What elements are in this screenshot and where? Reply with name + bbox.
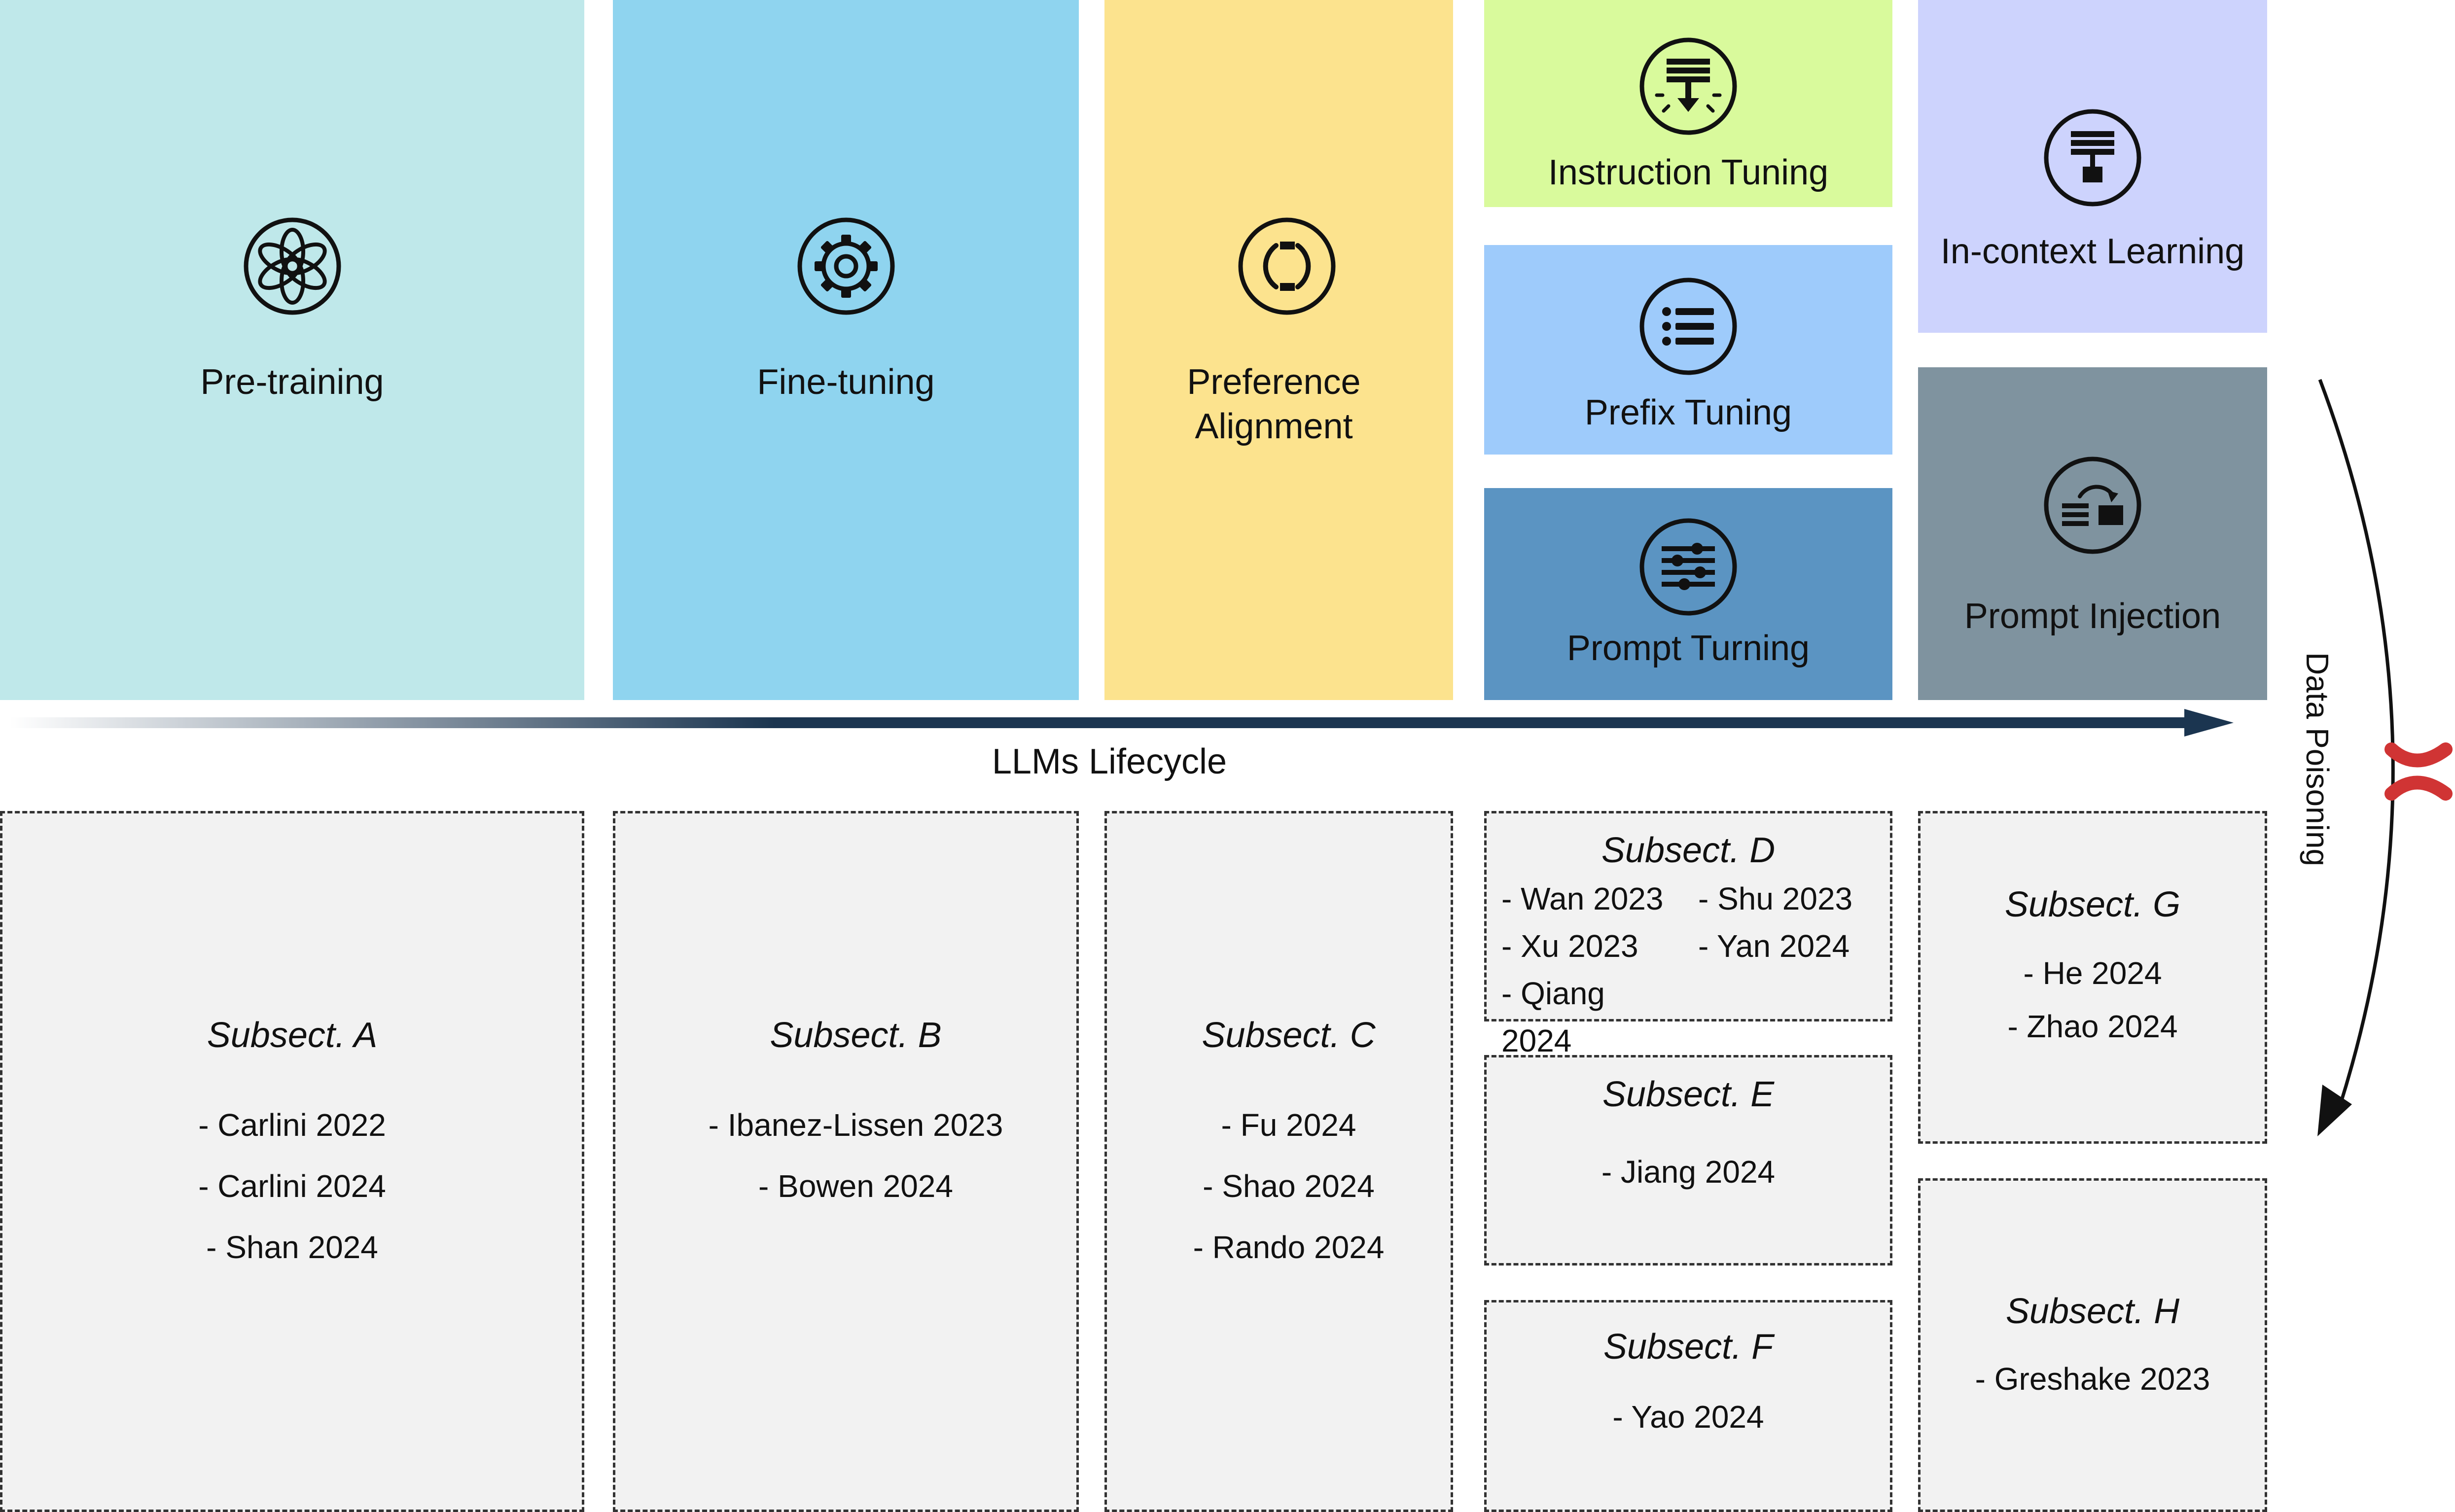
ref-item: - Yan 2024 [1698,928,1850,964]
stage-in-context-learning: In-context Learning [1918,0,2267,333]
subsect-title: Subsect. G [2004,885,2181,924]
ref-item: - Xu 2023 [1501,928,1638,964]
sync-loop-icon [1238,217,1336,316]
stage-prompt-injection: Prompt Injection [1918,367,2267,700]
subsect-f: Subsect. F - Yao 2024 [1484,1300,1892,1512]
ref-item: - Shao 2024 [1203,1168,1375,1204]
openai-logo-icon [243,217,342,316]
stage-pretraining: Pre-training [0,0,584,700]
ref-item: - Ibanez-Lissen 2023 [708,1107,1003,1143]
subsect-title: Subsect. B [770,1016,942,1055]
subsect-refs: - Ibanez-Lissen 2023 - Bowen 2024 [635,1094,1076,1217]
stage-prompt-turning: Prompt Turning [1484,488,1892,700]
ref-item: - Qiang 2024 [1501,976,1605,1058]
subsect-b: Subsect. B - Ibanez-Lissen 2023 - Bowen … [613,811,1079,1512]
stage-prefix-tuning: Prefix Tuning [1484,245,1892,455]
lifecycle-label: LLMs Lifecycle [992,742,1227,781]
gear-icon [797,217,895,316]
ref-item: - Rando 2024 [1193,1230,1385,1265]
ref-item: - Zhao 2024 [2007,1009,2178,1044]
stage-label: Instruction Tuning [1548,153,1829,192]
subsect-title: Subsect. D [1601,831,1776,870]
subsect-title: Subsect. F [1603,1327,1774,1367]
stage-label: Preference Alignment [1187,362,1361,446]
stage-finetuning: Fine-tuning [613,0,1079,700]
ref-item: - Carlini 2022 [198,1107,386,1143]
redirect-icon [2043,456,2142,555]
stage-instruction-tuning: Instruction Tuning [1484,0,1892,207]
subsect-refs: - Yao 2024 [1487,1386,1890,1447]
ref-item: - Wan 2023 [1501,881,1664,916]
subsect-title: Subsect. C [1202,1016,1376,1055]
subsect-refs: - Carlini 2022 - Carlini 2024 - Shan 202… [2,1094,582,1278]
subsect-e: Subsect. E - Jiang 2024 [1484,1055,1892,1266]
subsect-title: Subsect. A [207,1016,378,1055]
stage-label: Pre-training [200,362,384,402]
subsect-g: Subsect. G - He 2024 - Zhao 2024 [1918,811,2267,1144]
subsect-title: Subsect. H [2005,1292,2180,1331]
stage-label: Prompt Turning [1566,629,1810,668]
bulleted-list-icon [1639,277,1738,376]
subsect-h: Subsect. H - Greshake 2023 [1918,1178,2267,1512]
stage-label: Prefix Tuning [1584,393,1792,432]
stage-label: Fine-tuning [757,362,935,402]
stage-preference-alignment: Preference Alignment [1104,0,1453,700]
sliders-icon [1639,518,1738,616]
subsect-c: Subsect. C - Fu 2024 - Shao 2024 - Rando… [1104,811,1453,1512]
ref-item: - Shan 2024 [206,1230,378,1265]
subsect-refs: - He 2024 - Zhao 2024 [1921,947,2265,1053]
ref-item: - Carlini 2024 [198,1168,386,1204]
subsect-refs: - Greshake 2023 [1921,1348,2265,1409]
ref-item: - He 2024 [2023,955,2162,991]
subsect-refs: - Fu 2024 - Shao 2024 - Rando 2024 [1127,1094,1451,1278]
ref-item: - Fu 2024 [1221,1107,1356,1143]
ref-item: - Shu 2023 [1698,881,1853,916]
subsect-refs: - Jiang 2024 [1487,1141,1890,1202]
stage-label: In-context Learning [1940,232,2245,271]
stage-label: Prompt Injection [1964,597,2221,636]
poison-cross-icon [2384,742,2453,801]
ref-item: - Yao 2024 [1612,1399,1764,1435]
flowchart-icon [2043,108,2142,207]
subsect-refs: - Wan 2023 - Shu 2023 - Xu 2023 - Yan 20… [1501,875,1875,1064]
subsect-a: Subsect. A - Carlini 2022 - Carlini 2024… [0,811,584,1512]
ref-item: - Bowen 2024 [758,1168,953,1204]
subsect-d: Subsect. D - Wan 2023 - Shu 2023 - Xu 20… [1484,811,1892,1058]
ref-item: - Greshake 2023 [1975,1361,2210,1397]
data-poisoning-text: Data Poisoning [2300,652,2335,867]
subsect-title: Subsect. E [1602,1075,1775,1114]
ref-item: - Jiang 2024 [1601,1154,1776,1190]
download-list-icon [1639,37,1738,136]
